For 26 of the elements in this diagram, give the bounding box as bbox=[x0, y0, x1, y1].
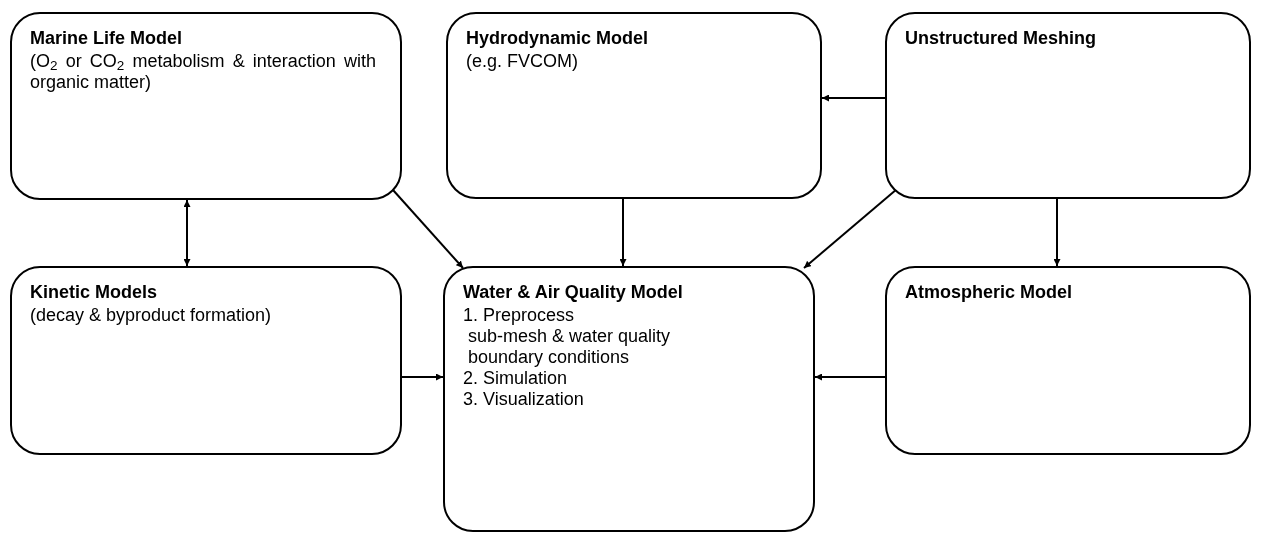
box-description: 2. Simulation bbox=[463, 368, 569, 389]
arrow bbox=[392, 189, 464, 269]
box-description: sub-mesh & water quality boundary conditions bbox=[467, 326, 672, 368]
box-title: Marine Life Model bbox=[30, 28, 183, 49]
model-box bbox=[885, 266, 1251, 455]
arrow bbox=[619, 198, 627, 267]
arrow bbox=[401, 373, 444, 381]
model-box bbox=[10, 266, 402, 455]
box-title: Atmospheric Model bbox=[905, 282, 1074, 303]
model-box bbox=[446, 12, 822, 199]
box-description: 1. Preprocess bbox=[463, 305, 576, 326]
model-box bbox=[10, 12, 402, 200]
box-title: Kinetic Models bbox=[30, 282, 159, 303]
box-title: Water & Air Quality Model bbox=[463, 282, 684, 303]
box-description: (decay & byproduct formation) bbox=[30, 305, 273, 326]
box-description: (e.g. FVCOM) bbox=[466, 51, 579, 72]
model-box bbox=[443, 266, 815, 532]
box-description: (O$_{2}$ or CO$_{2}$ metabolism & interaction with organic matter) bbox=[30, 51, 376, 93]
arrow bbox=[814, 373, 886, 381]
model-box bbox=[885, 12, 1251, 199]
arrow bbox=[1053, 198, 1061, 267]
arrow bbox=[183, 199, 191, 267]
arrow bbox=[821, 94, 886, 102]
box-title: Hydrodynamic Model bbox=[466, 28, 650, 49]
box-description: 3. Visualization bbox=[463, 389, 585, 410]
box-title: Unstructured Meshing bbox=[905, 28, 1097, 49]
